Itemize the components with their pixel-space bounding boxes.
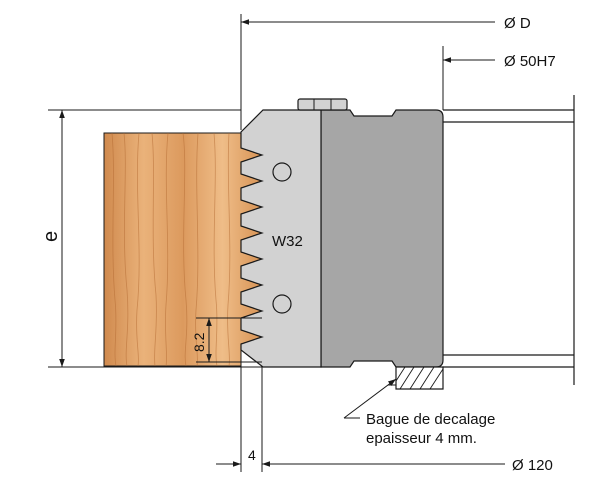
label-outer-diameter: Ø D	[504, 15, 531, 32]
wood-grain	[111, 133, 231, 366]
spacer-callout: Bague de decalage epaisseur 4 mm.	[343, 378, 495, 447]
dim-outer-diameter: Ø D	[240, 14, 531, 130]
spacer-note-line2: epaisseur 4 mm.	[366, 430, 477, 447]
wood-workpiece	[103, 132, 264, 367]
label-tooth-pitch: 8.2	[191, 332, 207, 352]
profile-knife	[240, 109, 322, 368]
knife-screw-hole-upper	[272, 162, 292, 182]
dim-height: e	[40, 109, 262, 368]
arbor	[443, 95, 575, 385]
dim-tooth-pitch: 8.2	[191, 317, 262, 363]
spacer-ring	[388, 366, 444, 390]
knife-screw-hole-lower	[272, 294, 292, 314]
label-spacer-diameter: Ø 120	[512, 457, 553, 474]
label-offset: 4	[248, 447, 256, 463]
label-height: e	[40, 231, 62, 242]
dim-bore: Ø 50H7	[442, 46, 556, 110]
clamp-screw	[297, 98, 348, 111]
label-bore: Ø 50H7	[504, 53, 556, 70]
dim-spacer-diameter: Ø 120	[262, 457, 553, 474]
dim-offset: 4	[216, 344, 263, 472]
cutter-model-label: W32	[272, 233, 303, 250]
cutter-body	[320, 109, 444, 368]
spacer-note-line1: Bague de decalage	[366, 411, 495, 428]
